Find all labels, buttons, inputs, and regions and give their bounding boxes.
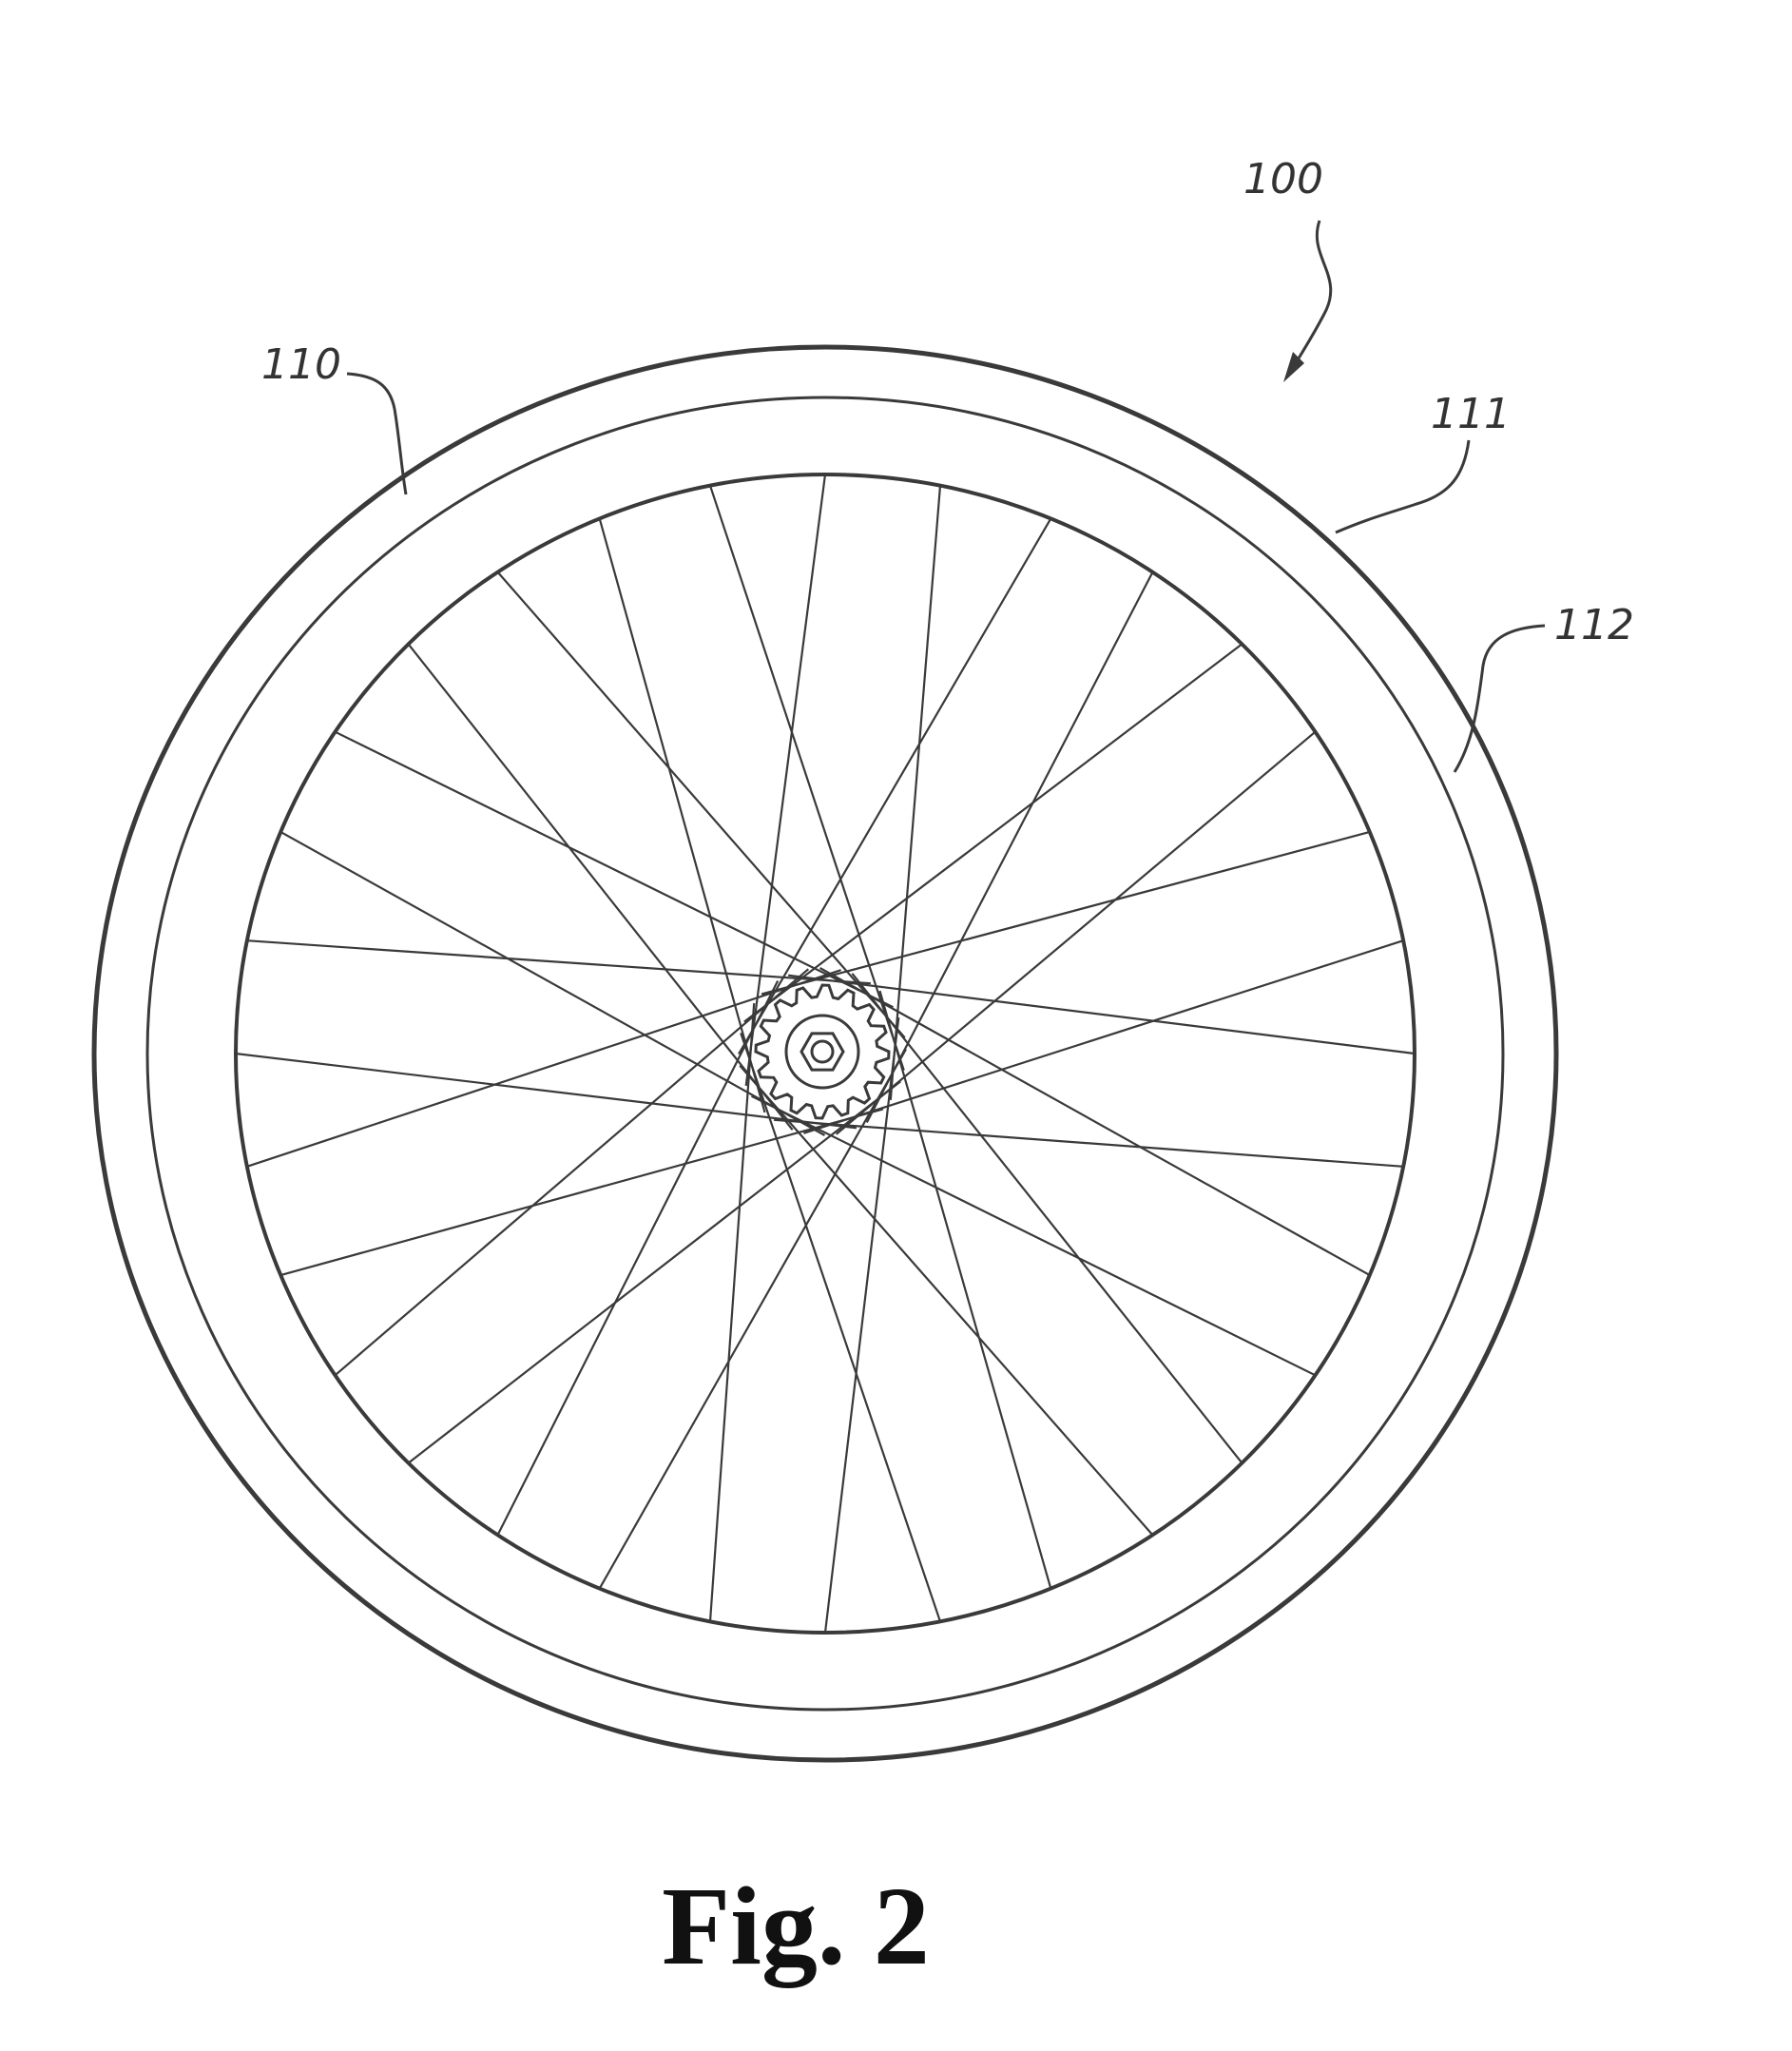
spoke: [803, 939, 1404, 1134]
spoke: [751, 1094, 1316, 1377]
leader-line-112: [1453, 624, 1546, 773]
hub-axle: [810, 1039, 835, 1064]
spoke: [407, 1080, 901, 1464]
spoke: [279, 830, 826, 1136]
spoke: [335, 730, 894, 1009]
spoke: [738, 517, 1052, 1055]
spoke: [739, 1064, 1154, 1537]
ref-label-110: 110: [261, 340, 341, 389]
spoke: [708, 1003, 756, 1622]
spoke: [407, 643, 794, 1131]
spoke: [235, 1052, 857, 1130]
spoke: [598, 518, 766, 1113]
hub-nut: [800, 1032, 845, 1072]
spoke: [743, 643, 1243, 1023]
leader-lines: [346, 220, 1546, 773]
spoke: [496, 980, 780, 1536]
spoke: [819, 967, 1371, 1277]
spoke: [835, 730, 1317, 1135]
spoke: [744, 474, 827, 1087]
spoke: [851, 973, 1243, 1464]
spoke: [334, 968, 810, 1377]
figure-caption: Fig. 2: [662, 1864, 930, 1988]
spoke: [246, 969, 841, 1168]
spoke: [279, 1108, 884, 1277]
spoke: [774, 1118, 1404, 1168]
spoke: [823, 1016, 900, 1634]
leader-arrowhead-100: [1283, 352, 1304, 382]
ref-label-100: 100: [1243, 155, 1323, 203]
spoke: [496, 571, 906, 1039]
spoke: [740, 1033, 942, 1622]
spoke: [865, 571, 1154, 1124]
spoke: [708, 485, 905, 1071]
leader-line-111: [1335, 439, 1471, 534]
ref-label-112: 112: [1554, 601, 1634, 649]
spoke: [878, 990, 1052, 1589]
spokes-group: [235, 474, 1416, 1634]
spoke: [761, 830, 1371, 996]
hub-inner-ring: [784, 1014, 860, 1090]
tire-outer-circle: [91, 344, 1559, 1763]
spoke: [246, 939, 871, 985]
hub-cog: [754, 983, 891, 1120]
rim-outer-circle: [145, 396, 1505, 1712]
spoke: [598, 1048, 907, 1590]
spoke: [889, 485, 942, 1100]
ref-label-111: 111: [1431, 390, 1511, 438]
leader-line-110: [346, 372, 408, 495]
hub-group: [754, 983, 891, 1120]
leader-line-100: [1289, 220, 1333, 372]
spoke: [787, 974, 1416, 1055]
